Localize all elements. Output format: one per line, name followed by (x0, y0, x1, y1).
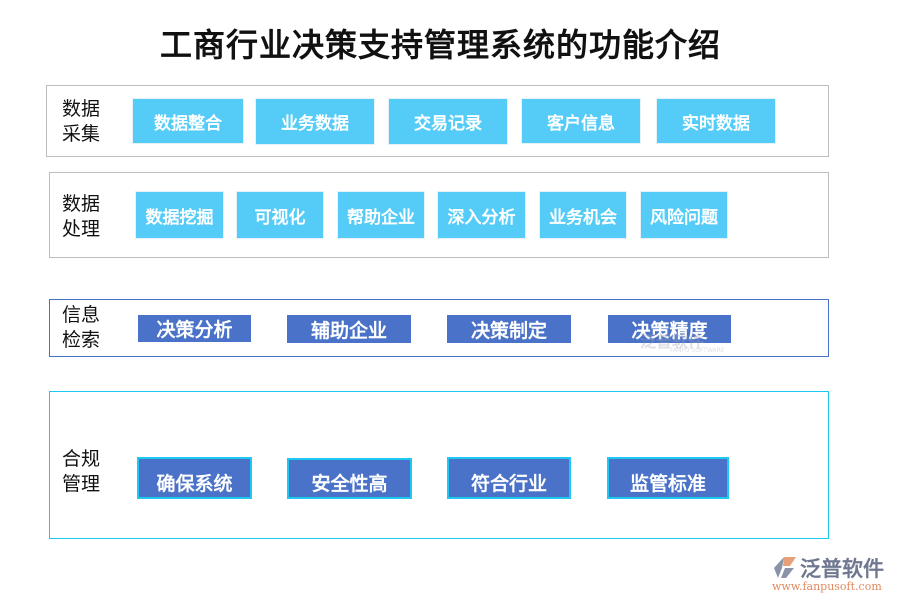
section-label: 信息检索 (62, 304, 101, 351)
item-button: 可视化 (236, 191, 324, 239)
item-button: 决策分析 (138, 315, 251, 342)
section-info-retrieval (49, 299, 829, 357)
page-title: 工商行业决策支持管理系统的功能介绍 (160, 26, 722, 64)
item-button: 确保系统 (137, 457, 252, 499)
item-button: 客户信息 (521, 98, 641, 144)
watermark-text: 泛普软件 (640, 332, 705, 351)
item-button: 辅助企业 (287, 315, 411, 343)
item-button: 决策精度 (608, 315, 731, 343)
item-button: 数据挖掘 (135, 191, 224, 239)
section-label: 合规管理 (62, 448, 101, 495)
logo-icon (774, 557, 796, 578)
item-button: 帮助企业 (337, 191, 425, 239)
section-label: 数据处理 (62, 193, 101, 240)
item-button: 监管标准 (607, 457, 729, 499)
item-button: 业务数据 (255, 98, 375, 145)
item-button: 符合行业 (447, 457, 571, 499)
section-data-collection (46, 85, 829, 157)
watermark-subtext: FANPU SOFTWARE (670, 347, 725, 354)
item-button: 风险问题 (640, 191, 728, 239)
logo-text: 泛普软件 (800, 557, 884, 581)
item-button: 业务机会 (539, 191, 627, 239)
section-label: 数据采集 (62, 98, 101, 145)
item-button: 交易记录 (388, 98, 508, 145)
section-compliance (49, 391, 829, 539)
item-button: 实时数据 (656, 98, 776, 144)
logo-url: www.fanpusoft.com (772, 580, 882, 593)
section-data-processing (49, 172, 829, 258)
item-button: 决策制定 (447, 315, 571, 343)
item-button: 深入分析 (437, 191, 526, 239)
item-button: 安全性高 (287, 458, 412, 499)
item-button: 数据整合 (132, 98, 244, 144)
